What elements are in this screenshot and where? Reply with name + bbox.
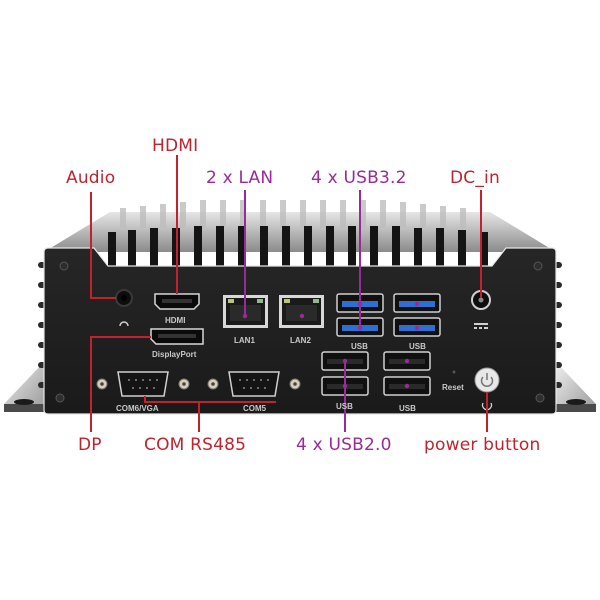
panel-label-reset: Reset [442,383,464,392]
callout-usb20: 4 x USB2.0 [296,435,392,455]
displayport-port [150,328,204,345]
com6-port [96,371,190,397]
panel-label-displayport: DisplayPort [152,350,197,359]
panel-label-usb-top-right: USB [409,342,426,351]
callout-lines [90,155,488,432]
panel-label-hdmi: HDMI [165,316,186,325]
panel-label-lan1: LAN1 [234,336,255,345]
lan2-port [279,295,324,328]
callout-usb32: 4 x USB3.2 [311,168,407,188]
callout-lan: 2 x LAN [206,168,274,188]
callout-com: COM RS485 [144,435,247,455]
callout-hdmi: HDMI [152,136,199,156]
front-panel [43,247,557,415]
com5-port [207,371,301,397]
panel-label-com5: COM5 [243,404,267,413]
heatsink-fins [44,200,556,272]
callout-power-button: power button [424,435,541,455]
panel-label-usb-bottom-right: USB [399,404,416,413]
callout-dc-in: DC_in [450,168,500,188]
panel-label-lan2: LAN2 [290,336,311,345]
panel-label-usb-top-left: USB [351,342,368,351]
panel-label-com6: COM6/VGA [116,404,159,413]
callout-dp: DP [78,435,102,455]
callout-audio: Audio [66,168,116,188]
reset-pinhole [452,370,456,374]
panel-screws [55,261,545,403]
right-mounting-bracket [552,362,596,412]
panel-label-usb-bottom-left: USB [336,402,353,411]
left-mounting-bracket [4,362,48,412]
hdmi-port [154,293,200,310]
